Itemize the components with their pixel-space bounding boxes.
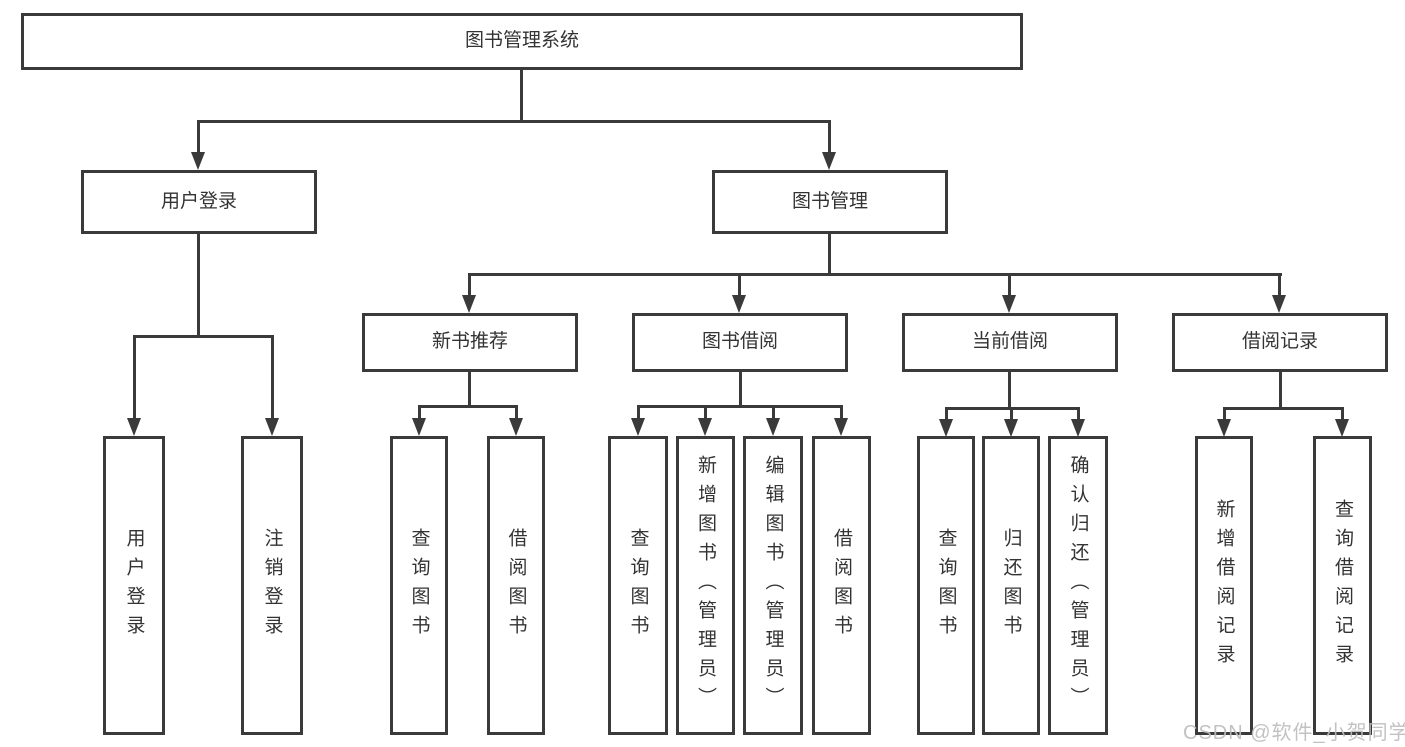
arrowhead-bb-query-icon — [631, 418, 645, 436]
arrowhead-book-borrowing-icon — [732, 295, 746, 313]
node-new-book-recommend: 新书推荐 — [362, 313, 578, 372]
connector-cb-confirm-shaft — [1077, 407, 1080, 421]
connector-user-login-bar — [133, 335, 274, 338]
arrowhead-bb-borrow-icon — [834, 418, 848, 436]
connector-cb-query-shaft — [945, 407, 948, 421]
watermark: CSDN @软件_小贺同学 — [1183, 722, 1405, 744]
node-book-management: 图书管理 — [712, 170, 948, 234]
arrowhead-br-query-icon — [1335, 419, 1349, 437]
leaf-nbr-query-books: 查询图书 — [390, 436, 448, 735]
node-current-borrowing: 当前借阅 — [902, 313, 1118, 372]
arrowhead-bb-add-icon — [698, 418, 712, 436]
connector-user-login-shaft — [197, 120, 200, 157]
leaf-bb-query-books: 查询图书 — [608, 436, 668, 735]
leaf-user-login: 用户登录 — [103, 436, 165, 735]
connector-borrowing-records-stem — [1279, 372, 1282, 407]
leaf-nbr-borrow-books: 借阅图书 — [487, 436, 545, 735]
connector-book-borrowing-bar — [637, 405, 843, 408]
leaf-br-add-record: 新增借阅记录 — [1195, 436, 1253, 735]
arrowhead-borrowing-records-icon — [1272, 295, 1286, 313]
leaf-bb-edit-books-admin: 编辑图书（管理员） — [743, 436, 803, 735]
arrowhead-cb-query-icon — [939, 419, 953, 437]
node-library-management-system: 图书管理系统 — [21, 13, 1023, 70]
arrowhead-leaf-user-login-icon — [127, 418, 141, 436]
connector-root-bar — [197, 120, 831, 123]
connector-book-management-stem — [828, 234, 831, 273]
connector-leaf-logout-shaft — [271, 335, 274, 419]
leaf-bb-borrow-books: 借阅图书 — [812, 436, 871, 735]
connector-br-add-shaft — [1223, 407, 1226, 421]
arrowhead-nbr-borrow-icon — [509, 418, 523, 436]
connector-new-book-shaft — [468, 273, 471, 299]
leaf-cb-confirm-return-admin: 确认归还（管理员） — [1048, 436, 1108, 735]
arrowhead-br-add-icon — [1217, 419, 1231, 437]
leaf-br-query-record: 查询借阅记录 — [1313, 436, 1372, 735]
connector-new-book-bar — [418, 405, 518, 408]
connector-book-management-bar — [468, 273, 1282, 276]
connector-bb-edit-shaft — [772, 405, 775, 421]
arrowhead-cb-return-icon — [1004, 419, 1018, 437]
connector-borrowing-records-bar — [1223, 407, 1344, 410]
connector-book-borrowing-stem — [739, 372, 742, 405]
node-user-login: 用户登录 — [81, 170, 317, 234]
connector-borrowing-records-shaft — [1278, 273, 1281, 299]
connector-book-management-shaft — [828, 120, 831, 157]
connector-root-stem — [520, 70, 523, 120]
connector-br-query-shaft — [1341, 407, 1344, 421]
arrowhead-leaf-logout-icon — [265, 418, 279, 436]
connector-bb-query-shaft — [637, 405, 640, 421]
connector-nbr-borrow-shaft — [515, 405, 518, 421]
leaf-cb-return-books: 归还图书 — [982, 436, 1040, 735]
connector-book-borrowing-shaft — [738, 273, 741, 299]
connector-current-borrowing-shaft — [1008, 273, 1011, 299]
connector-current-borrowing-stem — [1008, 372, 1011, 407]
connector-user-login-stem — [197, 234, 200, 335]
connector-bb-add-shaft — [704, 405, 707, 421]
arrowhead-book-management-icon — [822, 152, 836, 170]
arrowhead-current-borrowing-icon — [1002, 295, 1016, 313]
arrowhead-user-login-icon — [191, 152, 205, 170]
connector-bb-borrow-shaft — [840, 405, 843, 421]
connector-new-book-stem — [468, 372, 471, 405]
leaf-cb-query-books: 查询图书 — [917, 436, 975, 735]
leaf-bb-add-books-admin: 新增图书（管理员） — [676, 436, 735, 735]
connector-nbr-query-shaft — [418, 405, 421, 421]
node-book-borrowing: 图书借阅 — [632, 313, 848, 372]
leaf-logout: 注销登录 — [241, 436, 303, 735]
arrowhead-new-book-icon — [462, 295, 476, 313]
connector-cb-return-shaft — [1010, 407, 1013, 421]
arrowhead-cb-confirm-icon — [1071, 419, 1085, 437]
arrowhead-nbr-query-icon — [412, 418, 426, 436]
node-borrowing-records: 借阅记录 — [1172, 313, 1388, 372]
connector-leaf-user-login-shaft — [133, 335, 136, 419]
arrowhead-bb-edit-icon — [766, 418, 780, 436]
